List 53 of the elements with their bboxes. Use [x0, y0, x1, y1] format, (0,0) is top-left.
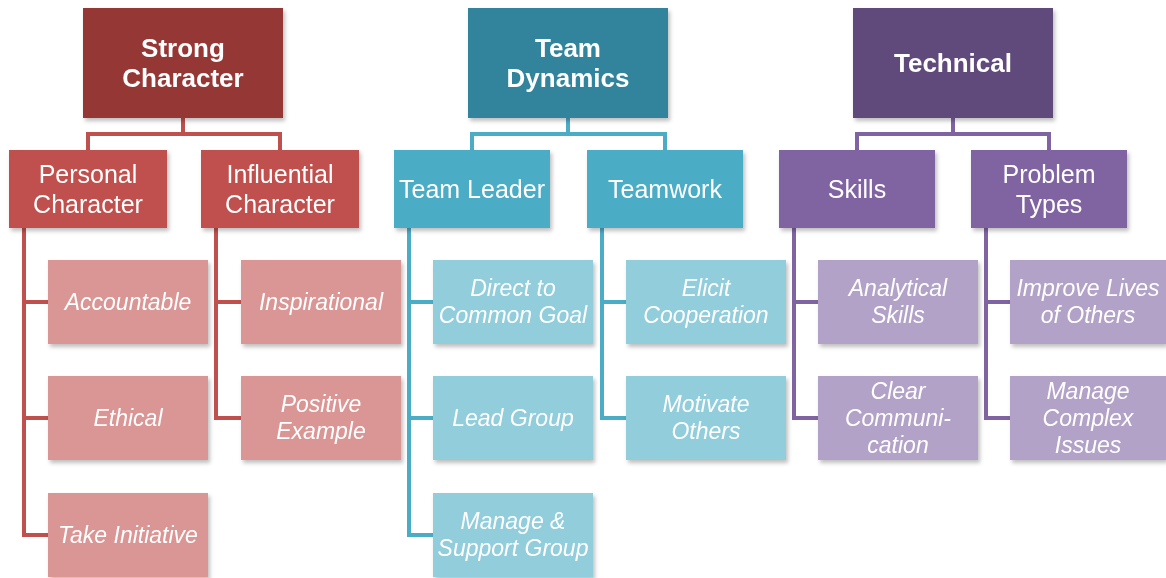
- box-label: Strong Character: [121, 33, 245, 93]
- box-label: Clear Communi- cation: [843, 377, 953, 459]
- item-box: [818, 260, 978, 344]
- box-label: Ethical: [92, 404, 164, 432]
- box-label: Motivate Others: [661, 391, 751, 445]
- box-label: Team Dynamics: [505, 33, 631, 93]
- item-box: [818, 376, 978, 460]
- item-box: [433, 376, 593, 460]
- box-label: Accountable: [63, 288, 193, 316]
- box-label: Improve Lives of Others: [1015, 275, 1161, 329]
- connector-line: [214, 228, 241, 420]
- box-label: Lead Group: [451, 404, 575, 432]
- item-box: [48, 376, 208, 460]
- item-box: [48, 493, 208, 577]
- connector-line: [951, 118, 1051, 150]
- item-box: [626, 260, 786, 344]
- subcategory-box: [394, 150, 550, 228]
- item-box: [433, 260, 593, 344]
- subcategory-box: [779, 150, 935, 228]
- box-label: Positive Example: [275, 391, 367, 445]
- item-box: [1010, 376, 1166, 460]
- subcategory-box: [201, 150, 359, 228]
- item-box: [433, 493, 593, 577]
- connector-line: [566, 118, 667, 150]
- box-label: Teamwork: [607, 174, 723, 204]
- box-label: Skills: [826, 174, 888, 204]
- connector-line: [792, 228, 818, 420]
- connector-line: [600, 228, 626, 420]
- box-label: Technical: [893, 48, 1013, 78]
- item-box: [241, 376, 401, 460]
- box-label: Manage Complex Issues: [1041, 377, 1135, 459]
- subcategory-box: [587, 150, 743, 228]
- box-label: Take Initiative: [57, 521, 199, 549]
- box-label: Personal Character: [32, 159, 144, 219]
- item-box: [1010, 260, 1166, 344]
- box-label: Manage & Support Group: [436, 508, 590, 562]
- item-box: [241, 260, 401, 344]
- box-label: Influential Character: [224, 159, 336, 219]
- subcategory-box: [9, 150, 167, 228]
- item-box: [48, 260, 208, 344]
- item-box: [626, 376, 786, 460]
- connector-line: [984, 228, 1010, 420]
- box-label: Team Leader: [398, 174, 546, 204]
- box-label: Elicit Cooperation: [642, 275, 770, 329]
- category-header-box: [83, 8, 283, 118]
- box-label: Problem Types: [1001, 159, 1097, 219]
- subcategory-box: [971, 150, 1127, 228]
- box-label: Direct to Common Goal: [437, 275, 589, 329]
- category-header-box: [853, 8, 1053, 118]
- box-label: Inspirational: [258, 288, 385, 316]
- box-label: Analytical Skills: [847, 275, 949, 329]
- category-header-box: [468, 8, 668, 118]
- connector-line: [181, 118, 282, 150]
